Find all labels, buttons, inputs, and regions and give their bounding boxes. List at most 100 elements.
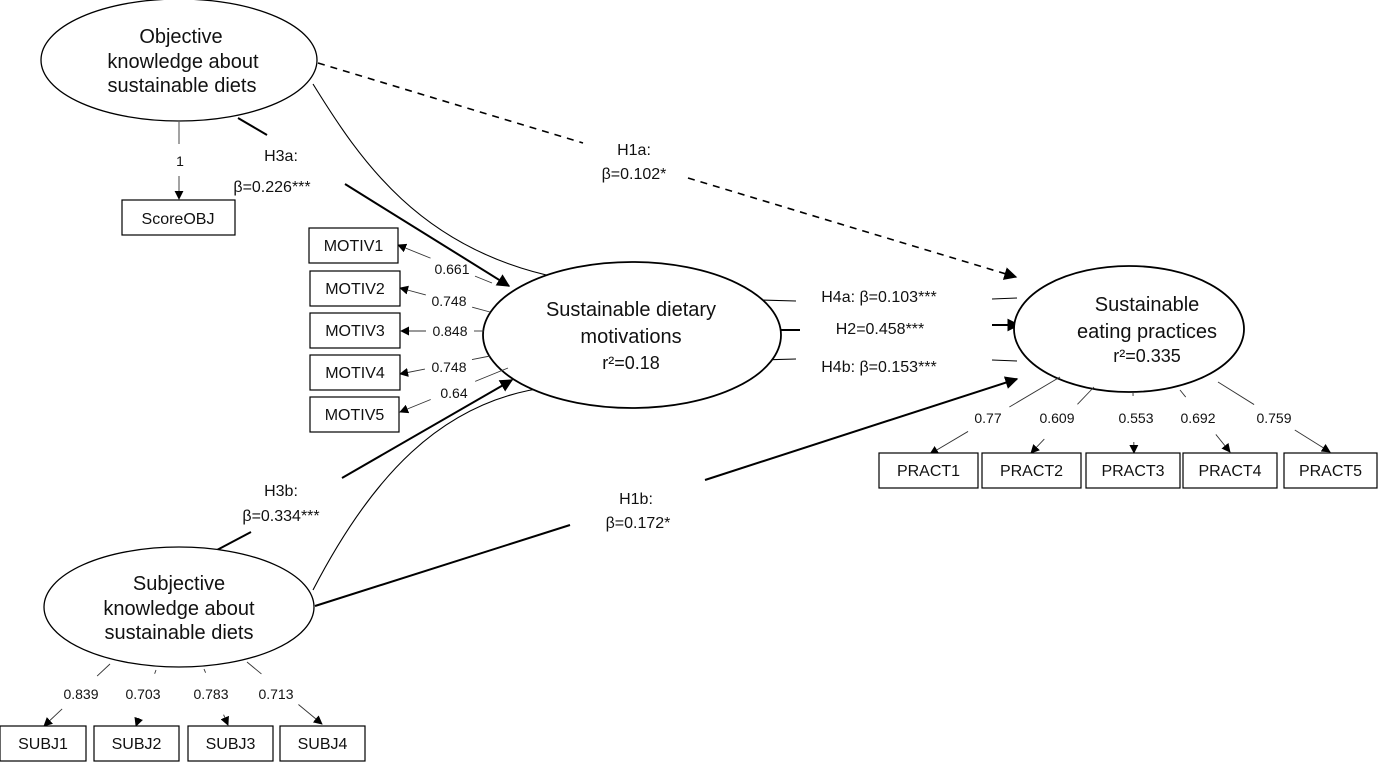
indicator-box-pract-2 [981, 452, 1082, 489]
indicator-label-pract-4: PRACT4 [1198, 463, 1261, 480]
path-h1a-label-line1: H1a: [617, 142, 651, 159]
loading-label-motiv-2: 0.748 [431, 293, 466, 309]
indicator-label-scoreobj: ScoreOBJ [142, 211, 215, 228]
indicator-box-pract-3 [1085, 452, 1181, 489]
path-h4a-segment-start [757, 299, 797, 302]
loading-line-pract-4-upper [1179, 389, 1187, 398]
latent-objective-line1: Objective [139, 26, 222, 48]
indicator-label-subj-3: SUBJ3 [206, 736, 256, 753]
path-h1a-segment-start [317, 62, 584, 144]
latent-objective-line2: knowledge about [107, 51, 259, 73]
indicator-box-motiv-3 [309, 312, 401, 349]
latent-motivations-line1: Sustainable dietary [546, 299, 716, 321]
path-h4a-segment-end [991, 297, 1018, 300]
indicator-box-motiv-1 [308, 227, 399, 264]
loading-label-motiv-1: 0.661 [434, 261, 469, 277]
indicator-label-subj-4: SUBJ4 [298, 736, 348, 753]
loading-label-scoreobj: 1 [176, 153, 184, 169]
latent-sustainable-eating-practices: Sustainable eating practices r²=0.335 [1013, 265, 1245, 393]
latent-subjective-line3: sustainable diets [105, 622, 254, 644]
latent-practices-r2: r²=0.335 [1113, 346, 1181, 366]
path-h4a-label: H4a: β=0.103*** [821, 289, 937, 306]
latent-practices-line2: eating practices [1077, 321, 1217, 343]
loading-line-subj-1-upper [96, 663, 111, 677]
loading-line-subj-2-upper [154, 669, 157, 674]
path-h3b-segment-start [216, 531, 252, 551]
mediation-curve-subjective [312, 386, 551, 591]
indicator-scoreobj: 1 ScoreOBJ [121, 122, 236, 236]
indicator-label-motiv-2: MOTIV2 [325, 281, 385, 298]
loading-label-subj-2: 0.703 [125, 686, 160, 702]
loading-line-motiv-2-lower [399, 285, 426, 296]
path-h3a-label-line2: β=0.226*** [233, 179, 310, 196]
path-h1b-label-line2: β=0.172* [606, 515, 671, 532]
indicator-label-subj-2: SUBJ2 [112, 736, 162, 753]
indicator-box-subj-4 [279, 725, 366, 762]
loading-line-subj-2-lower [134, 716, 143, 727]
loading-line-motiv-1-lower [397, 243, 431, 259]
loading-label-subj-4: 0.713 [258, 686, 293, 702]
loading-line-motiv-2-upper [472, 306, 491, 313]
indicator-label-pract-3: PRACT3 [1101, 463, 1164, 480]
loading-line-subj-1-lower [43, 708, 63, 727]
path-h3b-segment-end [341, 379, 514, 479]
path-h3b-label-line1: H3b: [264, 483, 298, 500]
path-h1a-segment-end [687, 177, 1018, 280]
path-h4b-segment-end [991, 359, 1018, 362]
indicator-box-motiv-4 [309, 354, 401, 391]
loading-label-subj-3: 0.783 [193, 686, 228, 702]
path-h3a-segment-end [344, 183, 511, 287]
loading-label-motiv-5: 0.64 [440, 385, 467, 401]
loading-line-motiv-4-lower [399, 367, 426, 377]
path-h3a-segment-start [237, 117, 268, 136]
indicator-box-subj-3 [187, 725, 274, 762]
loading-line-motiv-4-upper [471, 355, 491, 361]
latent-subjective-line1: Subjective [133, 573, 225, 595]
loading-line-subj-3-lower [220, 714, 229, 726]
mediation-curve-objective [312, 83, 561, 279]
loading-line-subj-4-upper [246, 661, 262, 675]
path-h1b-label-line1: H1b: [619, 491, 653, 508]
indicator-label-motiv-5: MOTIV5 [325, 407, 385, 424]
indicator-label-motiv-3: MOTIV3 [325, 323, 385, 340]
loading-line-subj-3-upper [203, 668, 206, 673]
path-h3b-label-line2: β=0.334*** [242, 508, 319, 525]
indicator-label-pract-1: PRACT1 [897, 463, 960, 480]
latent-sustainable-dietary-motivations: Sustainable dietary motivations r²=0.18 [482, 261, 782, 409]
latent-subjective-knowledge: Subjective knowledge about sustainable d… [43, 546, 315, 668]
indicator-label-motiv-1: MOTIV1 [324, 238, 384, 255]
path-h1b-segment-end [704, 376, 1019, 481]
loading-label-motiv-3: 0.848 [432, 323, 467, 339]
latent-objective-line3: sustainable diets [108, 75, 257, 97]
indicator-group-motivations: 0.661 MOTIV1 0.748 MOTIV2 0.848 MOTIV3 0.748MO… [308, 227, 509, 433]
latent-subjective-line2: knowledge about [103, 598, 255, 620]
loading-line-pract-4-lower [1215, 434, 1231, 453]
indicator-box-subj-2 [93, 725, 180, 762]
latent-motivations-line2: motivations [580, 326, 681, 348]
indicator-group-practices: 0.77PRACT10.609PRACT20.553PRACT30.692PRA… [878, 376, 1378, 489]
indicator-label-motiv-4: MOTIV4 [325, 365, 385, 382]
loading-label-pract-3: 0.553 [1118, 410, 1153, 426]
loading-line-motiv-1-upper [474, 275, 493, 284]
loading-label-pract-1: 0.77 [974, 410, 1001, 426]
indicator-box-pract-4 [1182, 452, 1278, 489]
loading-label-pract-4: 0.692 [1180, 410, 1215, 426]
loading-line-subj-4-lower [298, 704, 323, 725]
latent-motivations-r2: r²=0.18 [602, 353, 660, 373]
loading-line-pract-5-upper [1217, 381, 1255, 405]
loading-label-subj-1: 0.839 [63, 686, 98, 702]
loading-label-pract-5: 0.759 [1256, 410, 1291, 426]
indicator-box-motiv-2 [309, 270, 401, 307]
loading-line-motiv-5-lower [399, 399, 431, 414]
loading-line-pract-5-lower [1294, 429, 1331, 453]
